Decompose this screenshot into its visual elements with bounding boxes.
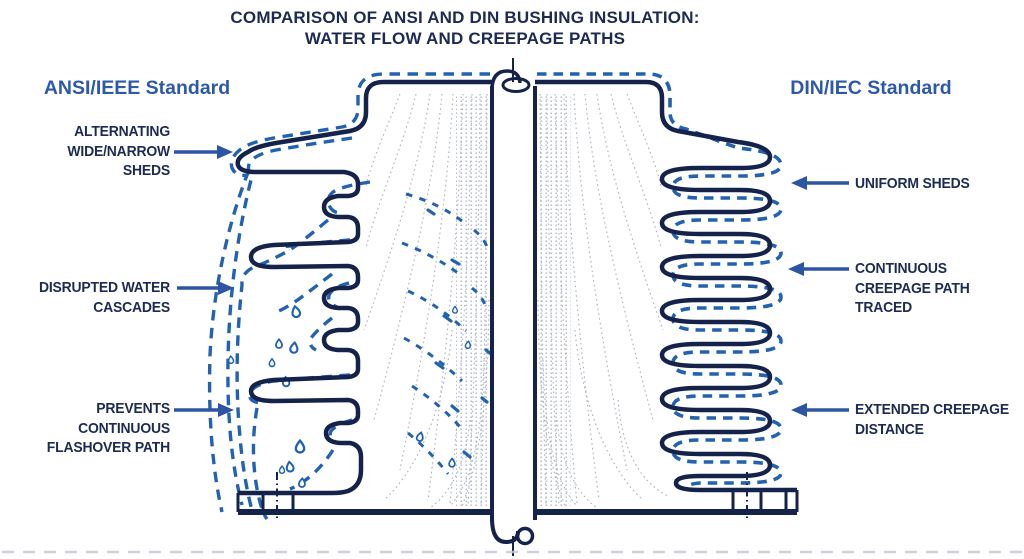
din-housing-outline (535, 79, 797, 493)
conductor-bottom-loop (515, 526, 535, 546)
ansi-housing-outline (235, 79, 492, 496)
water-dash-cascade2 (226, 136, 353, 506)
water-dash (308, 316, 334, 352)
water-dash (289, 449, 335, 491)
droplet-icon (278, 465, 286, 475)
disrupted-stream-dashes (401, 192, 489, 475)
flange-box-right (731, 490, 799, 512)
droplet-icon (275, 337, 283, 349)
callout-alternating-sheds: ALTERNATING WIDE/NARROW SHEDS (67, 123, 170, 179)
page-title-line1: COMPARISON OF ANSI AND DIN BUSHING INSUL… (230, 8, 700, 27)
water-dash (326, 180, 371, 215)
droplet-icon (448, 457, 456, 468)
conductor-top-ellipse (501, 77, 531, 93)
callout-arrows (174, 145, 849, 417)
water-specks (426, 208, 493, 459)
page-title-line2: WATER FLOW AND CREEPAGE PATHS (304, 29, 626, 48)
water-dash-cascade3 (235, 218, 330, 515)
callout-continuous-creepage: CONTINUOUS CREEPAGE PATH TRACED (855, 260, 970, 316)
base-flange (236, 472, 799, 520)
callout-extended-creepage: EXTENDED CREEPAGE DISTANCE (855, 401, 1009, 438)
water-dash (273, 272, 334, 315)
flange-box-left (236, 493, 295, 512)
water-droplets (227, 304, 472, 488)
callout-disrupted-cascades: DISRUPTED WATER CASCADES (38, 279, 170, 316)
conductor (490, 58, 537, 556)
callout-prevents-flashover: PREVENTS CONTINUOUS FLASHOVER PATH (46, 400, 170, 456)
din-standard-header: DIN/IEC Standard (790, 77, 952, 99)
droplet-icon (294, 438, 306, 454)
field-lines-left (363, 93, 490, 509)
droplet-icon (268, 357, 276, 368)
din-creepage-dash-path (537, 72, 783, 491)
droplet-icon (291, 304, 302, 319)
water-dash (326, 281, 350, 309)
page-title: COMPARISON OF ANSI AND DIN BUSHING INSUL… (148, 7, 782, 49)
left-arrow-icon (791, 176, 849, 190)
callout-uniform-sheds: UNIFORM SHEDS (855, 175, 970, 192)
droplet-icon (297, 476, 306, 488)
field-lines-right (537, 93, 669, 509)
droplet-icon (227, 355, 235, 365)
ansi-water-paths (207, 72, 490, 521)
right-arrow-icon (174, 145, 233, 159)
ansi-standard-header: ANSI/IEEE Standard (43, 77, 231, 99)
droplet-icon (464, 340, 472, 350)
field-density-band (538, 96, 571, 506)
right-arrow-icon (177, 281, 234, 295)
droplet-icon (451, 305, 459, 314)
conductor-bottom-u (490, 517, 520, 545)
droplet-icon (285, 460, 295, 473)
droplet-icon (415, 431, 424, 442)
conductor-dome (490, 69, 522, 91)
droplet-icon (289, 340, 299, 354)
left-arrow-icon (791, 403, 849, 417)
water-dash (251, 407, 269, 521)
right-arrow-icon (174, 403, 234, 417)
left-arrow-icon (788, 262, 849, 276)
water-dash-hat-cascade (207, 72, 490, 513)
